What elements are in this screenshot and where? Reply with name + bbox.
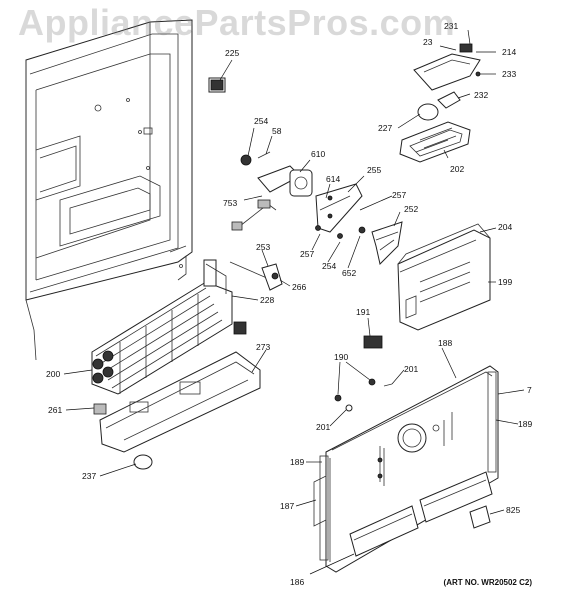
callout-825: 825 xyxy=(506,505,520,515)
lamp-socket-232 xyxy=(437,91,461,109)
callout-7: 7 xyxy=(527,385,532,395)
callout-252: 252 xyxy=(404,204,418,214)
light-housing xyxy=(399,43,481,163)
callout-237: 237 xyxy=(82,471,96,481)
callout-261: 261 xyxy=(48,405,62,415)
callout-23: 23 xyxy=(423,37,433,47)
callout-228: 228 xyxy=(260,295,274,305)
leader-lines xyxy=(63,29,525,575)
callout-189-a: 189 xyxy=(518,419,532,429)
light-bulb-227 xyxy=(417,103,439,121)
callout-186: 186 xyxy=(290,577,304,587)
part-191 xyxy=(363,335,383,349)
part-825 xyxy=(469,505,491,529)
callout-753: 753 xyxy=(223,198,237,208)
watermark: AppliancePartsPros.com xyxy=(18,2,456,43)
part-187 xyxy=(313,475,327,527)
callout-266: 266 xyxy=(292,282,306,292)
grommet-254 xyxy=(240,154,252,166)
callout-199: 199 xyxy=(498,277,512,287)
freezer-liner xyxy=(25,19,193,361)
callout-257-a: 257 xyxy=(392,190,406,200)
fan-motor-assembly xyxy=(231,151,403,265)
back-wall-188 xyxy=(313,365,499,573)
callout-189-b: 189 xyxy=(290,457,304,467)
clip-652 xyxy=(358,226,366,234)
callout-227: 227 xyxy=(378,123,392,133)
callout-231: 231 xyxy=(444,21,458,31)
heater-253 xyxy=(229,261,283,291)
fan-motor-610 xyxy=(289,169,313,197)
callout-190: 190 xyxy=(334,352,348,362)
callout-labels: 231 23 214 233 232 227 202 225 254 58 61… xyxy=(46,21,532,587)
callout-233: 233 xyxy=(502,69,516,79)
callout-254: 254 xyxy=(254,116,268,126)
callout-188: 188 xyxy=(438,338,452,348)
switch-225 xyxy=(208,77,226,93)
callout-201-a: 201 xyxy=(404,364,418,374)
light-switch-214 xyxy=(459,43,473,53)
callout-614: 614 xyxy=(326,174,340,184)
callout-273: 273 xyxy=(256,342,270,352)
fan-bracket-255 xyxy=(315,183,363,233)
callout-610: 610 xyxy=(311,149,325,159)
light-shield-202 xyxy=(399,121,471,163)
callout-204: 204 xyxy=(498,222,512,232)
callout-214: 214 xyxy=(502,47,516,57)
fan-blade-252 xyxy=(371,221,403,265)
strip-189-left xyxy=(319,455,329,561)
evaporator-coil xyxy=(91,259,247,415)
callout-257-b: 257 xyxy=(300,249,314,259)
strip-189-right xyxy=(487,371,497,473)
grommet-237 xyxy=(133,454,153,470)
callout-58: 58 xyxy=(272,126,282,136)
callout-225: 225 xyxy=(225,48,239,58)
drain-pan-273 xyxy=(99,351,261,453)
callout-202: 202 xyxy=(450,164,464,174)
callout-200: 200 xyxy=(46,369,60,379)
evaporator-cover xyxy=(397,223,491,331)
callout-201-b: 201 xyxy=(316,422,330,432)
part-261 xyxy=(93,403,107,415)
callout-191: 191 xyxy=(356,307,370,317)
callout-254-b: 254 xyxy=(322,261,336,271)
callout-232: 232 xyxy=(474,90,488,100)
callout-652: 652 xyxy=(342,268,356,278)
callout-255: 255 xyxy=(367,165,381,175)
louver-186 xyxy=(349,471,493,557)
art-number: (ART NO. WR20502 C2) xyxy=(443,578,532,587)
callout-187: 187 xyxy=(280,501,294,511)
callout-253: 253 xyxy=(256,242,270,252)
